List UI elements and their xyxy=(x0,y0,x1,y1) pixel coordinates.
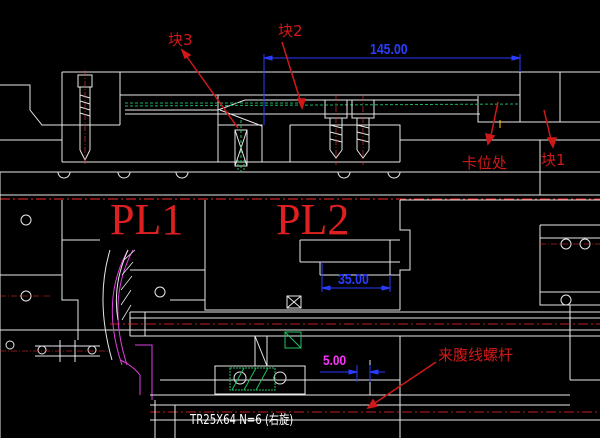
dimension-label-5: 5.00 xyxy=(323,352,347,368)
label-block3: 块3 xyxy=(168,31,193,49)
label-lead-screw: 来腹线螺杆 xyxy=(438,346,514,364)
curved-slider xyxy=(102,249,136,366)
dimension-label-35: 35.00 xyxy=(338,271,369,288)
annotation-arrows xyxy=(180,41,558,410)
dimension-5 xyxy=(320,365,385,382)
dimension-145 xyxy=(263,54,521,125)
label-thread-spec: TR25X64 N=6 (右旋) xyxy=(190,413,294,428)
dimension-35 xyxy=(321,262,391,292)
label-pl1: PL1 xyxy=(110,195,184,244)
label-block1: 块1 xyxy=(541,151,566,169)
label-latch-position: 卡位处 xyxy=(462,154,508,172)
dimension-label-145: 145.00 xyxy=(370,41,408,58)
label-block2: 块2 xyxy=(278,22,303,40)
label-pl2: PL2 xyxy=(276,195,350,244)
hidden-line-top xyxy=(124,103,521,107)
